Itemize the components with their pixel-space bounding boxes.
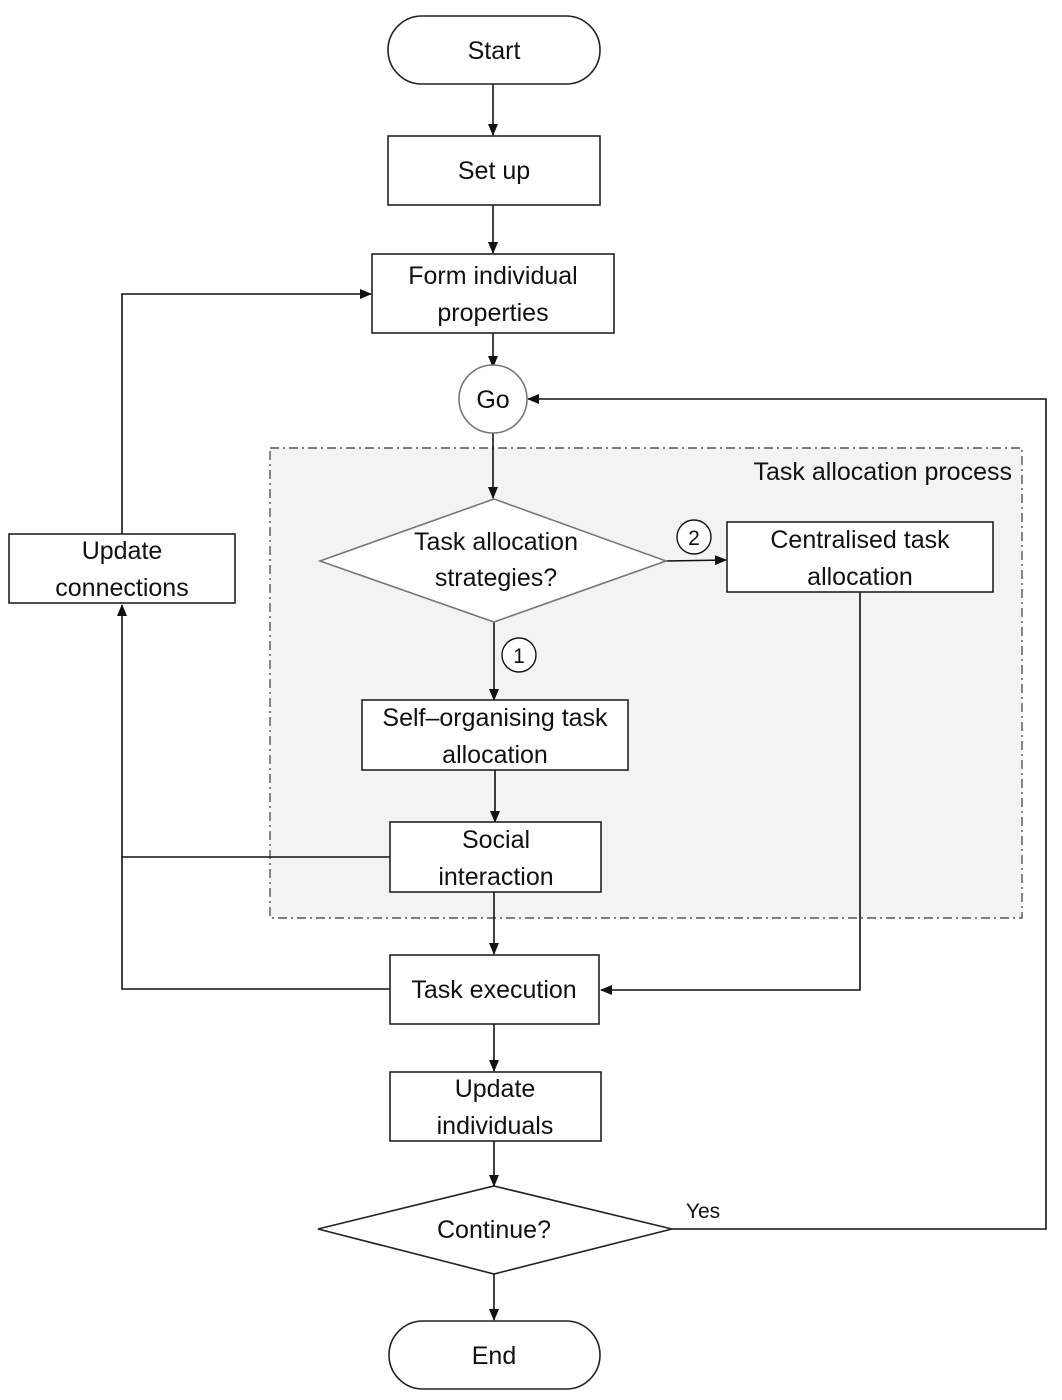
option-1-label: 1 [513, 645, 525, 668]
node-social-line2: interaction [438, 863, 553, 891]
node-form-properties: Form individual properties [371, 253, 615, 334]
node-start-label: Start [468, 37, 521, 65]
option-2-marker: 2 [676, 519, 712, 555]
node-continue-label: Continue? [437, 1216, 551, 1244]
node-form-properties-line2: properties [437, 299, 548, 327]
node-strategy-line1: Task allocation [414, 528, 578, 556]
edge-label-yes: Yes [686, 1200, 720, 1223]
node-continue-decision: Continue? [317, 1185, 673, 1275]
task-allocation-group: Task allocation process [269, 447, 1023, 919]
node-start: Start [387, 15, 601, 85]
edge-exec-updateconn [121, 857, 390, 990]
node-centralised-line2: allocation [807, 563, 913, 591]
node-update-individuals: Update individuals [389, 1071, 602, 1142]
node-strategy-line2: strategies? [435, 564, 557, 592]
node-form-properties-line1: Form individual [408, 262, 578, 290]
group-label: Task allocation process [754, 458, 1012, 486]
node-task-execution: Task execution [389, 954, 600, 1025]
node-end-label: End [472, 1342, 516, 1370]
edge-strategy-centralised [665, 555, 727, 566]
node-strategy-decision: Task allocation strategies? [317, 498, 669, 623]
edge-centralised-exec [600, 592, 861, 995]
edge-updateconn-form [121, 289, 372, 534]
node-update-individuals-line1: Update [455, 1075, 536, 1103]
node-update-individuals-line2: individuals [437, 1112, 554, 1140]
node-centralised: Centralised task allocation [726, 521, 994, 593]
node-centralised-line1: Centralised task [770, 526, 950, 554]
node-self-organising-line1: Self–organising task [382, 704, 608, 732]
option-2-label: 2 [688, 527, 700, 550]
node-task-execution-label: Task execution [411, 976, 576, 1004]
node-social-interaction: Social interaction [389, 821, 602, 893]
node-setup-label: Set up [458, 157, 530, 185]
node-go-label: Go [476, 386, 509, 414]
node-end: End [388, 1320, 601, 1390]
node-update-connections: Update connections [8, 533, 236, 604]
node-update-connections-line2: connections [55, 574, 188, 602]
edges [117, 84, 1047, 1321]
node-self-organising: Self–organising task allocation [361, 699, 629, 771]
node-self-organising-line2: allocation [442, 741, 548, 769]
node-social-line1: Social [462, 826, 530, 854]
node-go: Go [458, 364, 528, 434]
node-update-connections-line1: Update [82, 537, 163, 565]
edge-continue-yes-go [527, 394, 1047, 1230]
node-setup: Set up [387, 135, 601, 206]
option-1-marker: 1 [501, 637, 537, 673]
